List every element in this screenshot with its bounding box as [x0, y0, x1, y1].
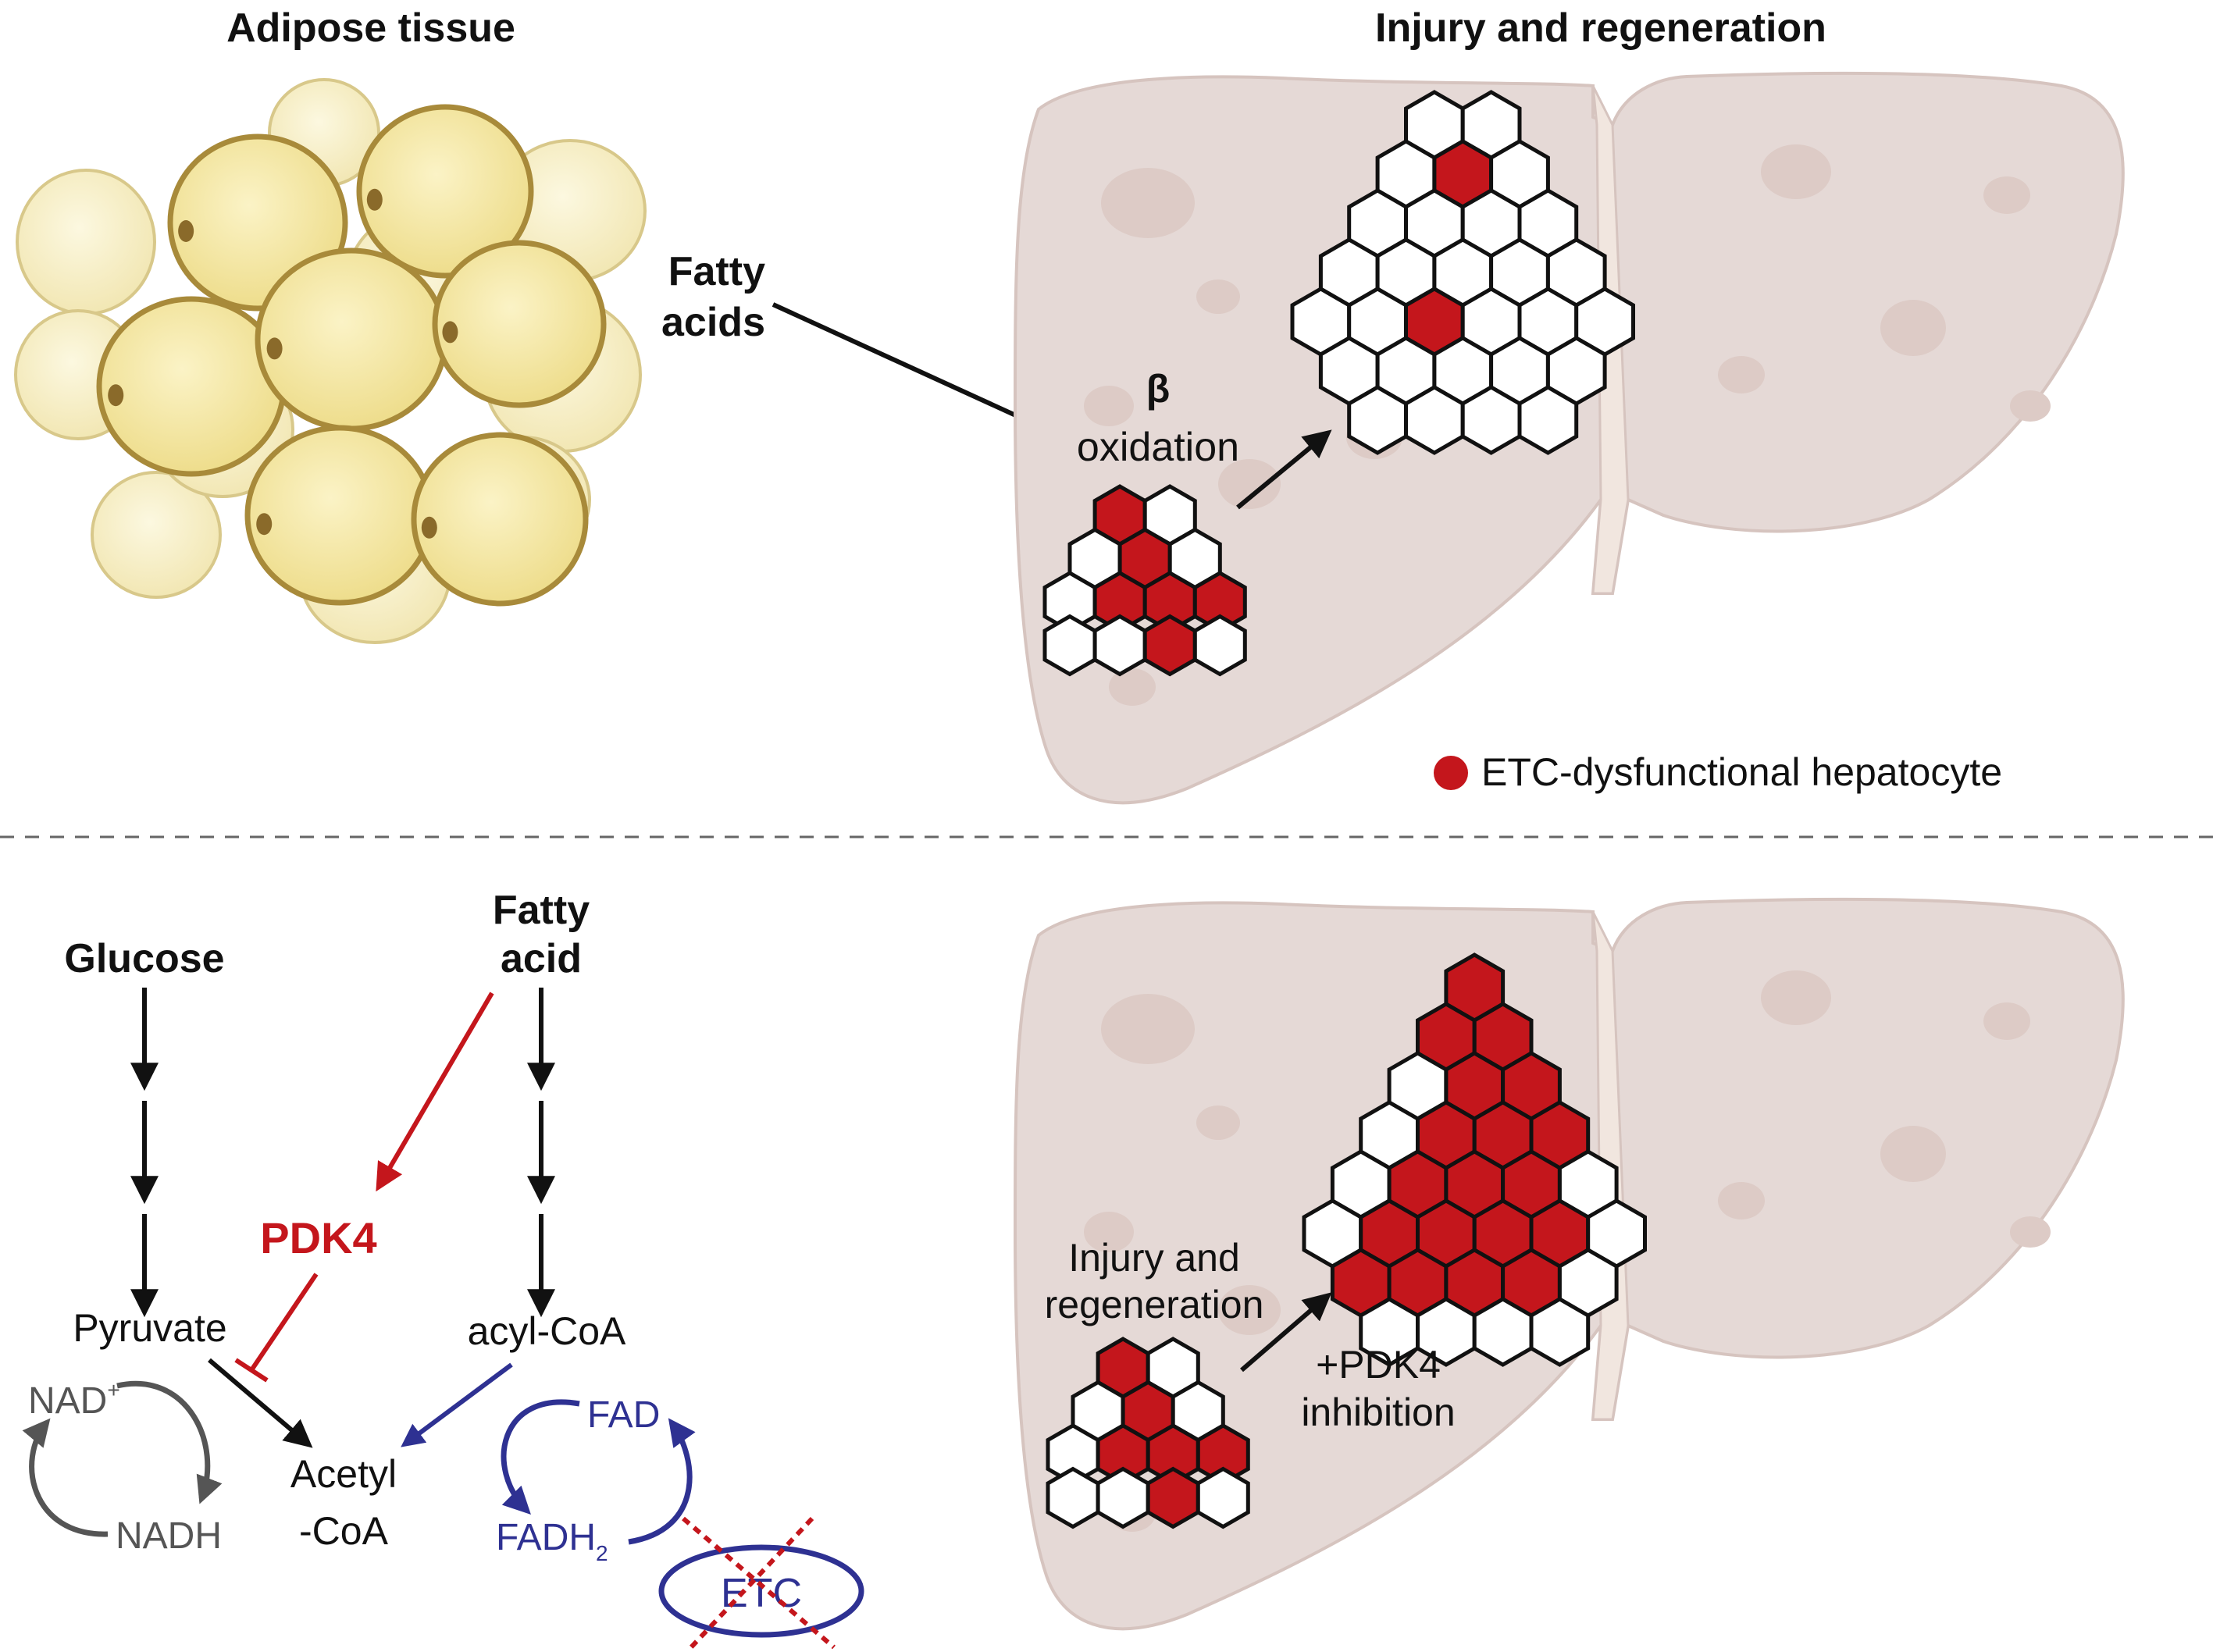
injury-regeneration-label-line2: regeneration	[1045, 1283, 1264, 1326]
adipocyte-nucleus	[266, 337, 283, 360]
adipocyte-cell	[356, 104, 534, 279]
adipose-title: Adipose tissue	[226, 5, 515, 51]
fad-label: FAD	[587, 1394, 660, 1436]
injury-regeneration-title: Injury and regeneration	[1375, 5, 1826, 51]
fatty-acid-label-line1: Fatty	[493, 888, 590, 933]
fadh2-label: FADH2	[496, 1517, 608, 1565]
hepatocyte-cluster-regenerated-top	[1290, 90, 1635, 455]
nadh-to-nad-cycle-arrow	[22, 1418, 109, 1537]
hepatocyte-cluster-regenerated-bottom	[1302, 952, 1647, 1367]
adipocyte-nucleus	[178, 220, 194, 242]
hepatocyte-normal	[1192, 614, 1247, 677]
injury-regeneration-label-line1: Injury and	[1068, 1236, 1240, 1280]
adipocyte-nucleus	[421, 516, 437, 539]
hepatocyte-normal	[1042, 614, 1097, 677]
glucose-label: Glucose	[64, 936, 224, 981]
hepatocyte-normal	[1092, 614, 1147, 677]
etc-label: ETC	[721, 1571, 802, 1616]
pdk4-inhibition-line	[234, 1273, 319, 1383]
pdk4-inhibition-label-line1: +PDK4	[1316, 1343, 1441, 1387]
fatty-acid-label-line2: acid	[501, 936, 582, 981]
acyl-to-acetyl-arrow	[401, 1362, 513, 1447]
fatty-acids-arrow	[772, 302, 1052, 433]
adipocyte-cell	[244, 425, 435, 606]
adipocyte-cell	[96, 296, 287, 477]
beta-symbol: β	[1146, 367, 1171, 411]
hepatocyte-dysfunctional	[1142, 614, 1197, 677]
hepatocyte-cluster-initial-bottom	[1046, 1337, 1250, 1529]
fad-to-fadh2-cycle-arrow	[501, 1399, 580, 1515]
adipocyte-nucleus	[366, 188, 383, 211]
adipocyte-cell	[16, 169, 156, 315]
adipocyte-nucleus	[256, 513, 273, 536]
fatty-acids-label-line2: acids	[661, 300, 765, 345]
pdk4-induction-arrow	[376, 992, 494, 1192]
pdk4-label: PDK4	[260, 1213, 376, 1262]
adipocyte-nucleus	[108, 384, 124, 407]
fatty-acids-label-line1: Fatty	[668, 249, 765, 294]
hepatocyte-normal	[1529, 1297, 1591, 1367]
top-progression-arrow	[1236, 429, 1332, 510]
fadh2-to-fad-cycle-arrow	[628, 1418, 696, 1545]
legend-dysfunctional-dot	[1434, 756, 1468, 790]
etc-ellipse	[658, 1544, 864, 1638]
etc-blocked-cross	[682, 1516, 836, 1650]
adipose-tissue-illustration	[14, 78, 647, 644]
hepatocyte-cluster-initial-top	[1042, 484, 1247, 677]
adipocyte-cell	[91, 471, 222, 599]
hepatocyte-normal	[1096, 1466, 1150, 1529]
acetyl-coa-label-line1: Acetyl	[290, 1452, 397, 1496]
adipocyte-cell	[432, 240, 607, 408]
acyl-coa-label: acyl-CoA	[468, 1309, 626, 1353]
nadh-label: NADH	[116, 1515, 222, 1557]
hepatocyte-normal	[1196, 1466, 1250, 1529]
bottom-progression-arrow	[1240, 1292, 1332, 1373]
hepatocyte-normal	[1046, 1466, 1100, 1529]
adipocyte-cell	[411, 432, 589, 607]
pyruvate-label: Pyruvate	[73, 1306, 226, 1350]
adipocyte-nucleus	[442, 321, 458, 344]
adipocyte-cell	[255, 247, 448, 432]
hepatocyte-dysfunctional	[1146, 1466, 1200, 1529]
hepatocyte-normal	[1460, 385, 1522, 455]
legend-dysfunctional-label: ETC-dysfunctional hepatocyte	[1481, 750, 2002, 794]
nad-label: NAD+	[28, 1378, 120, 1422]
acetyl-coa-label-line2: -CoA	[299, 1509, 389, 1553]
hepatocyte-normal	[1472, 1297, 1534, 1367]
hepatocyte-normal	[1347, 385, 1408, 455]
hepatocyte-normal	[1517, 385, 1579, 455]
nad-to-nadh-cycle-arrow	[116, 1380, 223, 1504]
hepatocyte-normal	[1404, 385, 1465, 455]
pyruvate-to-acetyl-arrow	[208, 1358, 313, 1448]
pdk4-inhibition-label-line2: inhibition	[1301, 1390, 1455, 1434]
oxidation-label: oxidation	[1077, 425, 1239, 470]
